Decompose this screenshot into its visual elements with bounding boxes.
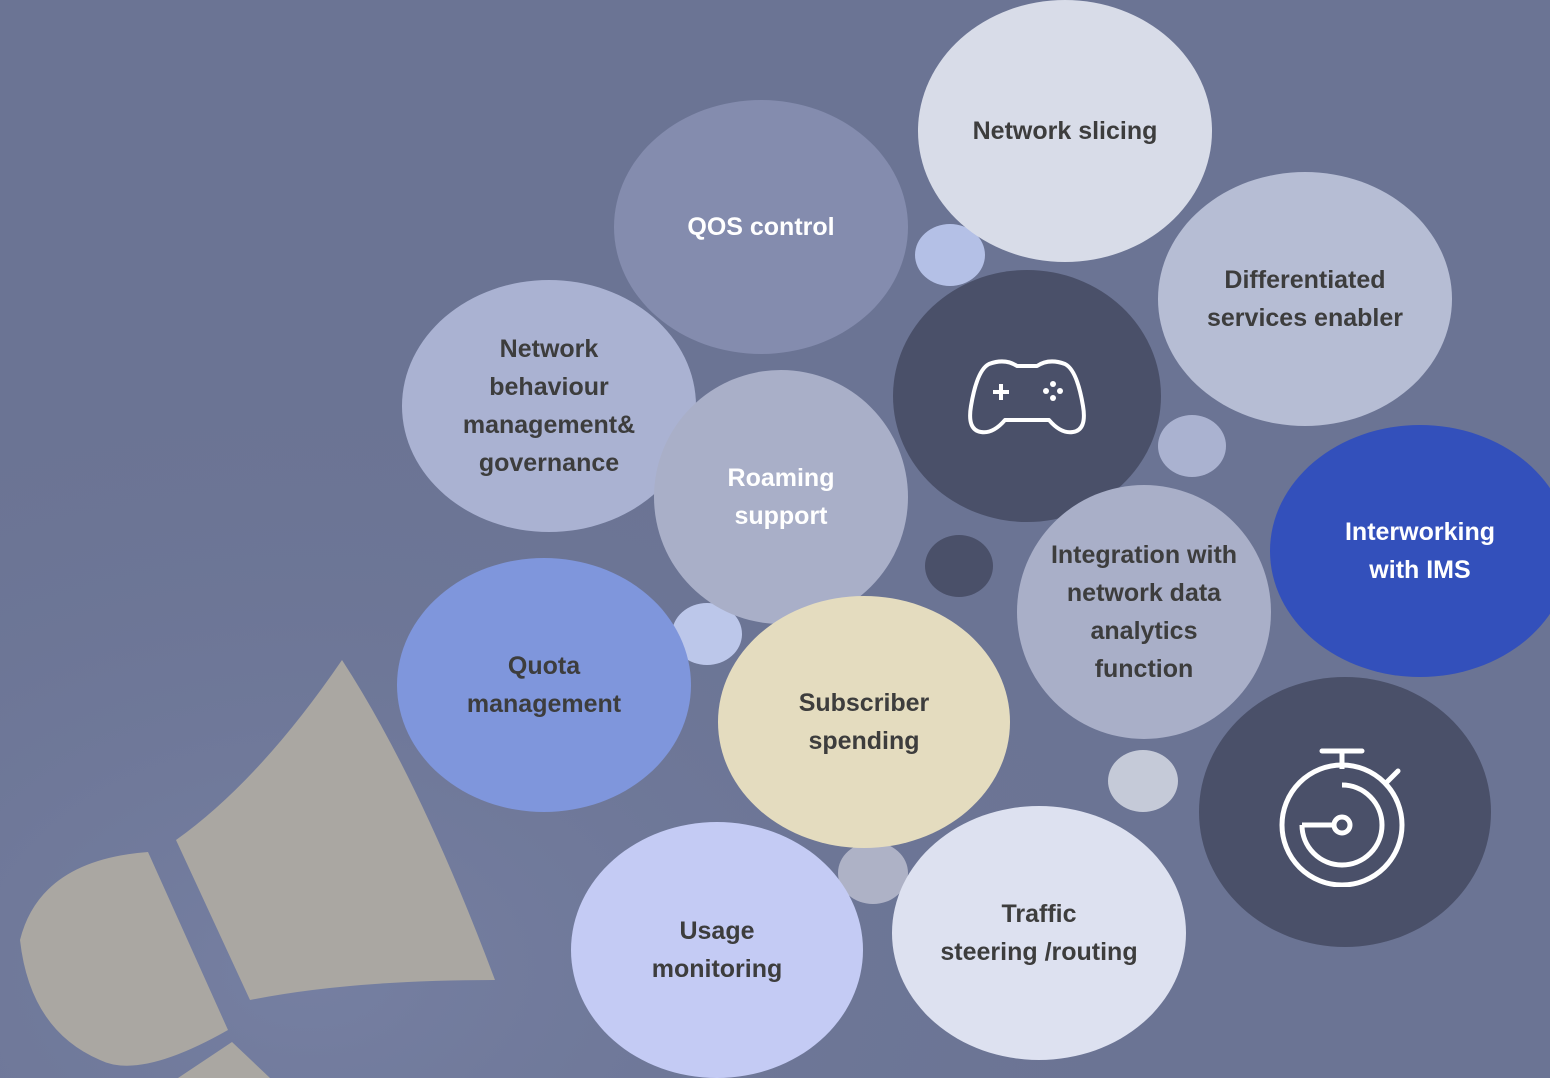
bubble-label: Traffic steering /routing bbox=[940, 900, 1138, 966]
stopwatch-icon bbox=[1279, 748, 1405, 887]
connector-dot bbox=[915, 224, 985, 286]
bubble-label: Usage monitoring bbox=[651, 917, 783, 983]
bubble-gamepad bbox=[893, 270, 1161, 522]
bubble-network-behaviour: Network behaviour management& governance bbox=[402, 280, 696, 532]
connector-dot bbox=[1108, 750, 1178, 812]
bubble-label: Subscriber spending bbox=[798, 689, 930, 755]
gamepad-icon bbox=[968, 359, 1086, 435]
bubble-label: Network slicing bbox=[972, 117, 1158, 145]
bubble-label: Roaming support bbox=[727, 464, 835, 530]
connector-dot bbox=[838, 842, 908, 904]
bubble-interworking-ims: Interworking with IMS bbox=[1270, 425, 1550, 677]
bubble-label: Interworking with IMS bbox=[1344, 518, 1495, 584]
bubble-label: Differentiated services enabler bbox=[1207, 266, 1403, 332]
bubble-usage-monitoring: Usage monitoring bbox=[571, 822, 863, 1078]
bubble-stopwatch bbox=[1199, 677, 1491, 947]
bubble-roaming-support: Roaming support bbox=[654, 370, 908, 624]
bubble-integration-nwdaf: Integration with network data analytics … bbox=[1017, 485, 1271, 739]
bubble-differentiated-services: Differentiated services enabler bbox=[1158, 172, 1452, 426]
bubble-qos-control: QOS control bbox=[614, 100, 908, 354]
connector-dot bbox=[925, 535, 993, 597]
bubble-label: Quota management bbox=[466, 652, 622, 718]
bubble-label: QOS control bbox=[687, 213, 835, 241]
bubble-network-slicing: Network slicing bbox=[918, 0, 1212, 262]
bubble-traffic-steering: Traffic steering /routing bbox=[892, 806, 1186, 1060]
bubble-label: Integration with network data analytics … bbox=[1050, 541, 1238, 683]
bubble-label: Network behaviour management& governance bbox=[462, 335, 636, 477]
connector-dot bbox=[1158, 415, 1226, 477]
bubble-subscriber-spending: Subscriber spending bbox=[718, 596, 1010, 848]
megaphone-icon bbox=[20, 660, 495, 1078]
bubble-quota-management: Quota management bbox=[397, 558, 691, 812]
